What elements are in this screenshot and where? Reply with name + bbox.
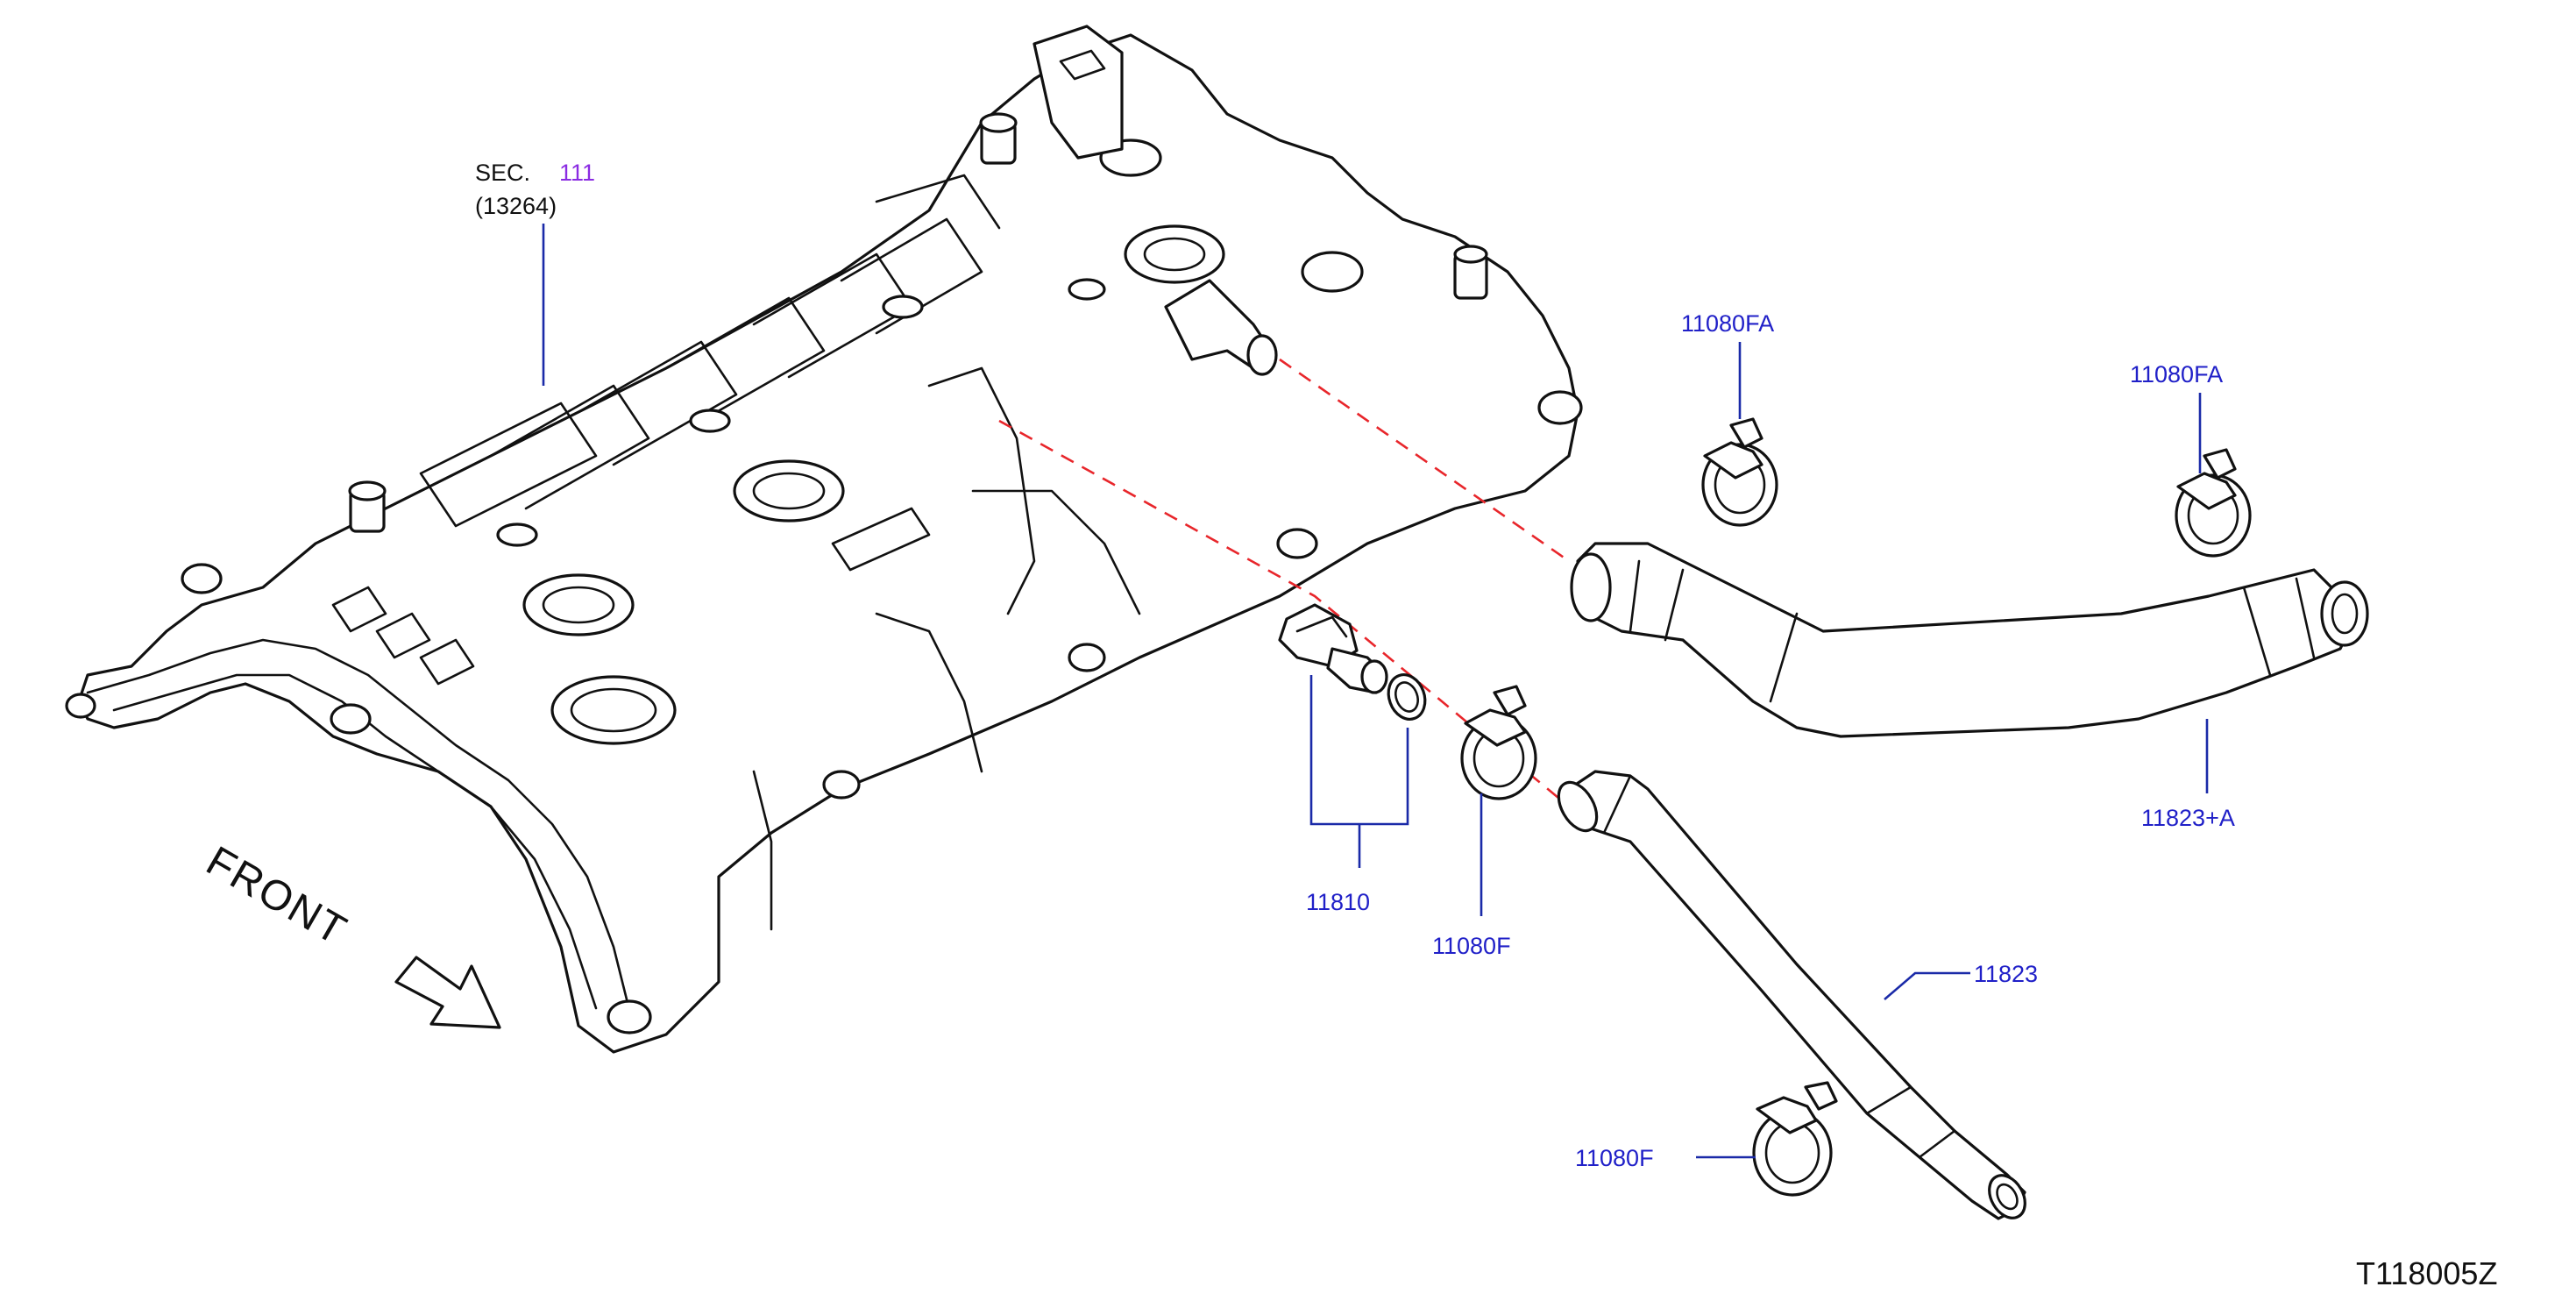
leader-valve xyxy=(1309,675,1409,868)
coil-boss-3 xyxy=(733,459,845,523)
label-clip-mid: 11080F xyxy=(1432,933,1511,959)
upper-hose xyxy=(1570,542,2369,738)
o-ring xyxy=(1387,673,1427,721)
alignment-line-elbow xyxy=(1279,358,1570,563)
lower-hose xyxy=(1557,770,2026,1220)
cap-bolts xyxy=(348,112,1488,547)
front-indicator: FRONT xyxy=(199,838,501,1029)
label-valve: 11810 xyxy=(1306,889,1370,915)
rocker-cover xyxy=(65,25,1583,1054)
clamp-top-left xyxy=(1701,417,1778,527)
sec-ref: (13264) xyxy=(475,193,557,219)
label-hose-lower: 11823 xyxy=(1974,961,2038,987)
leader-lines xyxy=(542,224,2209,1159)
arrow-down-right-icon xyxy=(394,956,501,1029)
clamp-top-right xyxy=(2175,448,2252,558)
label-clip-top-right: 11080FA xyxy=(2130,361,2223,387)
coil-boss-1 xyxy=(550,675,677,745)
label-hose-upper: 11823+A xyxy=(2141,805,2235,831)
diagram-code: T118005Z xyxy=(2356,1255,2497,1291)
coil-boss-2 xyxy=(522,573,635,636)
front-label: FRONT xyxy=(199,838,355,956)
label-clip-top-left: 11080FA xyxy=(1681,310,1774,337)
clamp-mid xyxy=(1460,685,1537,800)
pcv-valve xyxy=(1278,603,1388,694)
label-clip-bottom: 11080F xyxy=(1575,1145,1654,1171)
oil-filler-neck xyxy=(1124,224,1225,284)
sec-number: 111 xyxy=(559,160,595,186)
leader-hose-lower xyxy=(1884,971,1970,1000)
sec-prefix: SEC. xyxy=(475,160,530,186)
clamp-bottom xyxy=(1752,1081,1838,1197)
